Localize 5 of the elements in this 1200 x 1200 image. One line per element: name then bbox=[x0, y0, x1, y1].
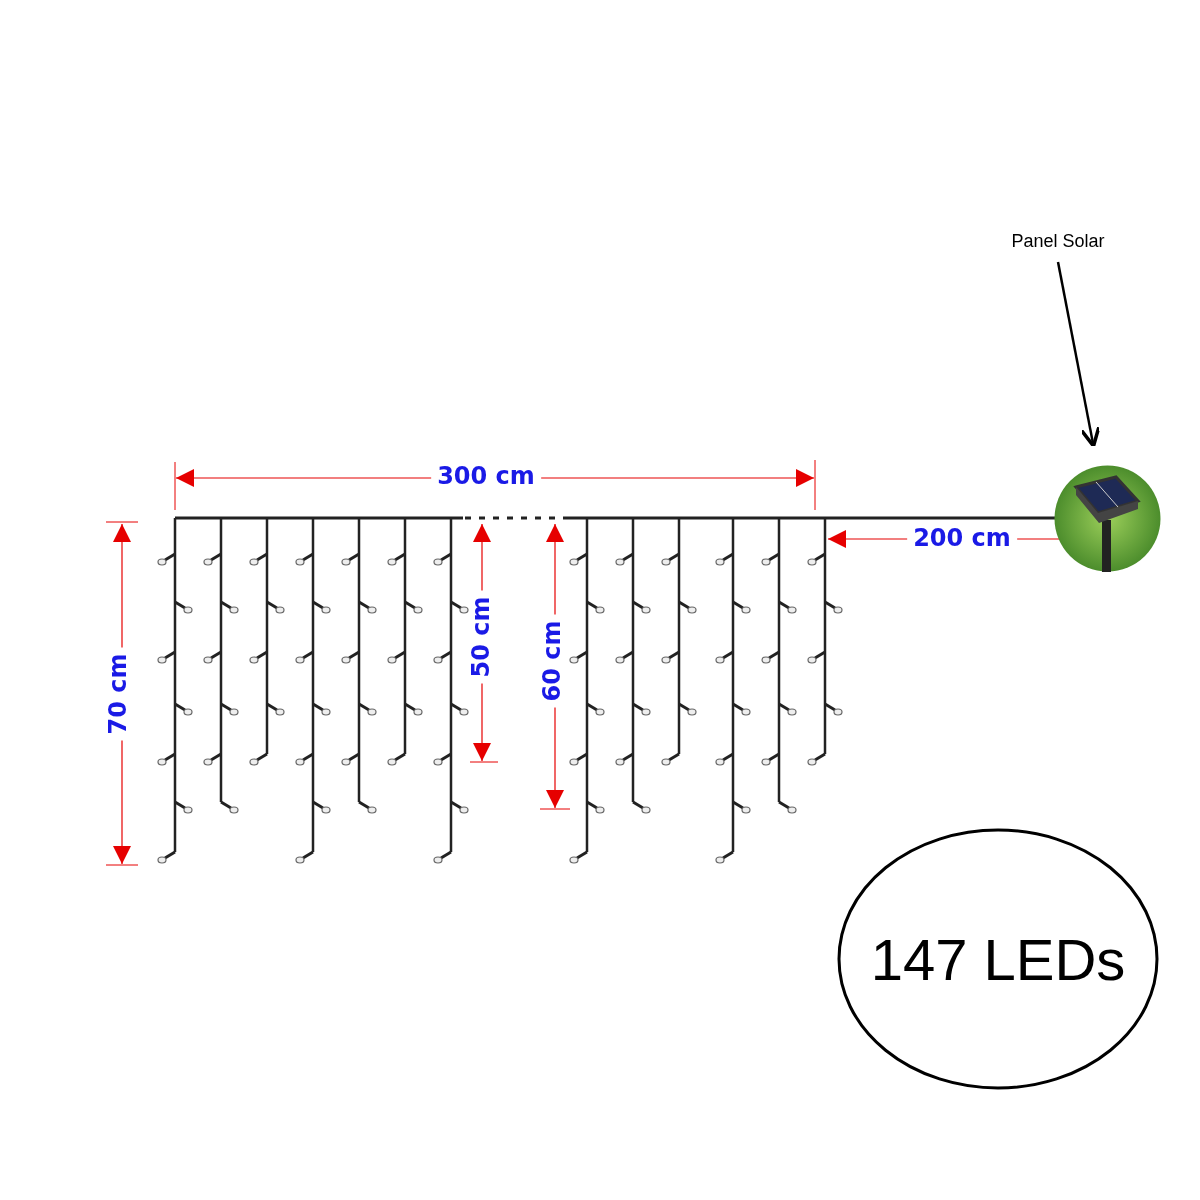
led-count-text: 147 LEDs bbox=[870, 925, 1126, 993]
leader-text: Panel Solar bbox=[1011, 230, 1105, 252]
led-count-ellipse bbox=[837, 828, 1159, 1090]
leader-arrow bbox=[1056, 261, 1101, 448]
solar-panel-picture bbox=[1054, 465, 1161, 572]
